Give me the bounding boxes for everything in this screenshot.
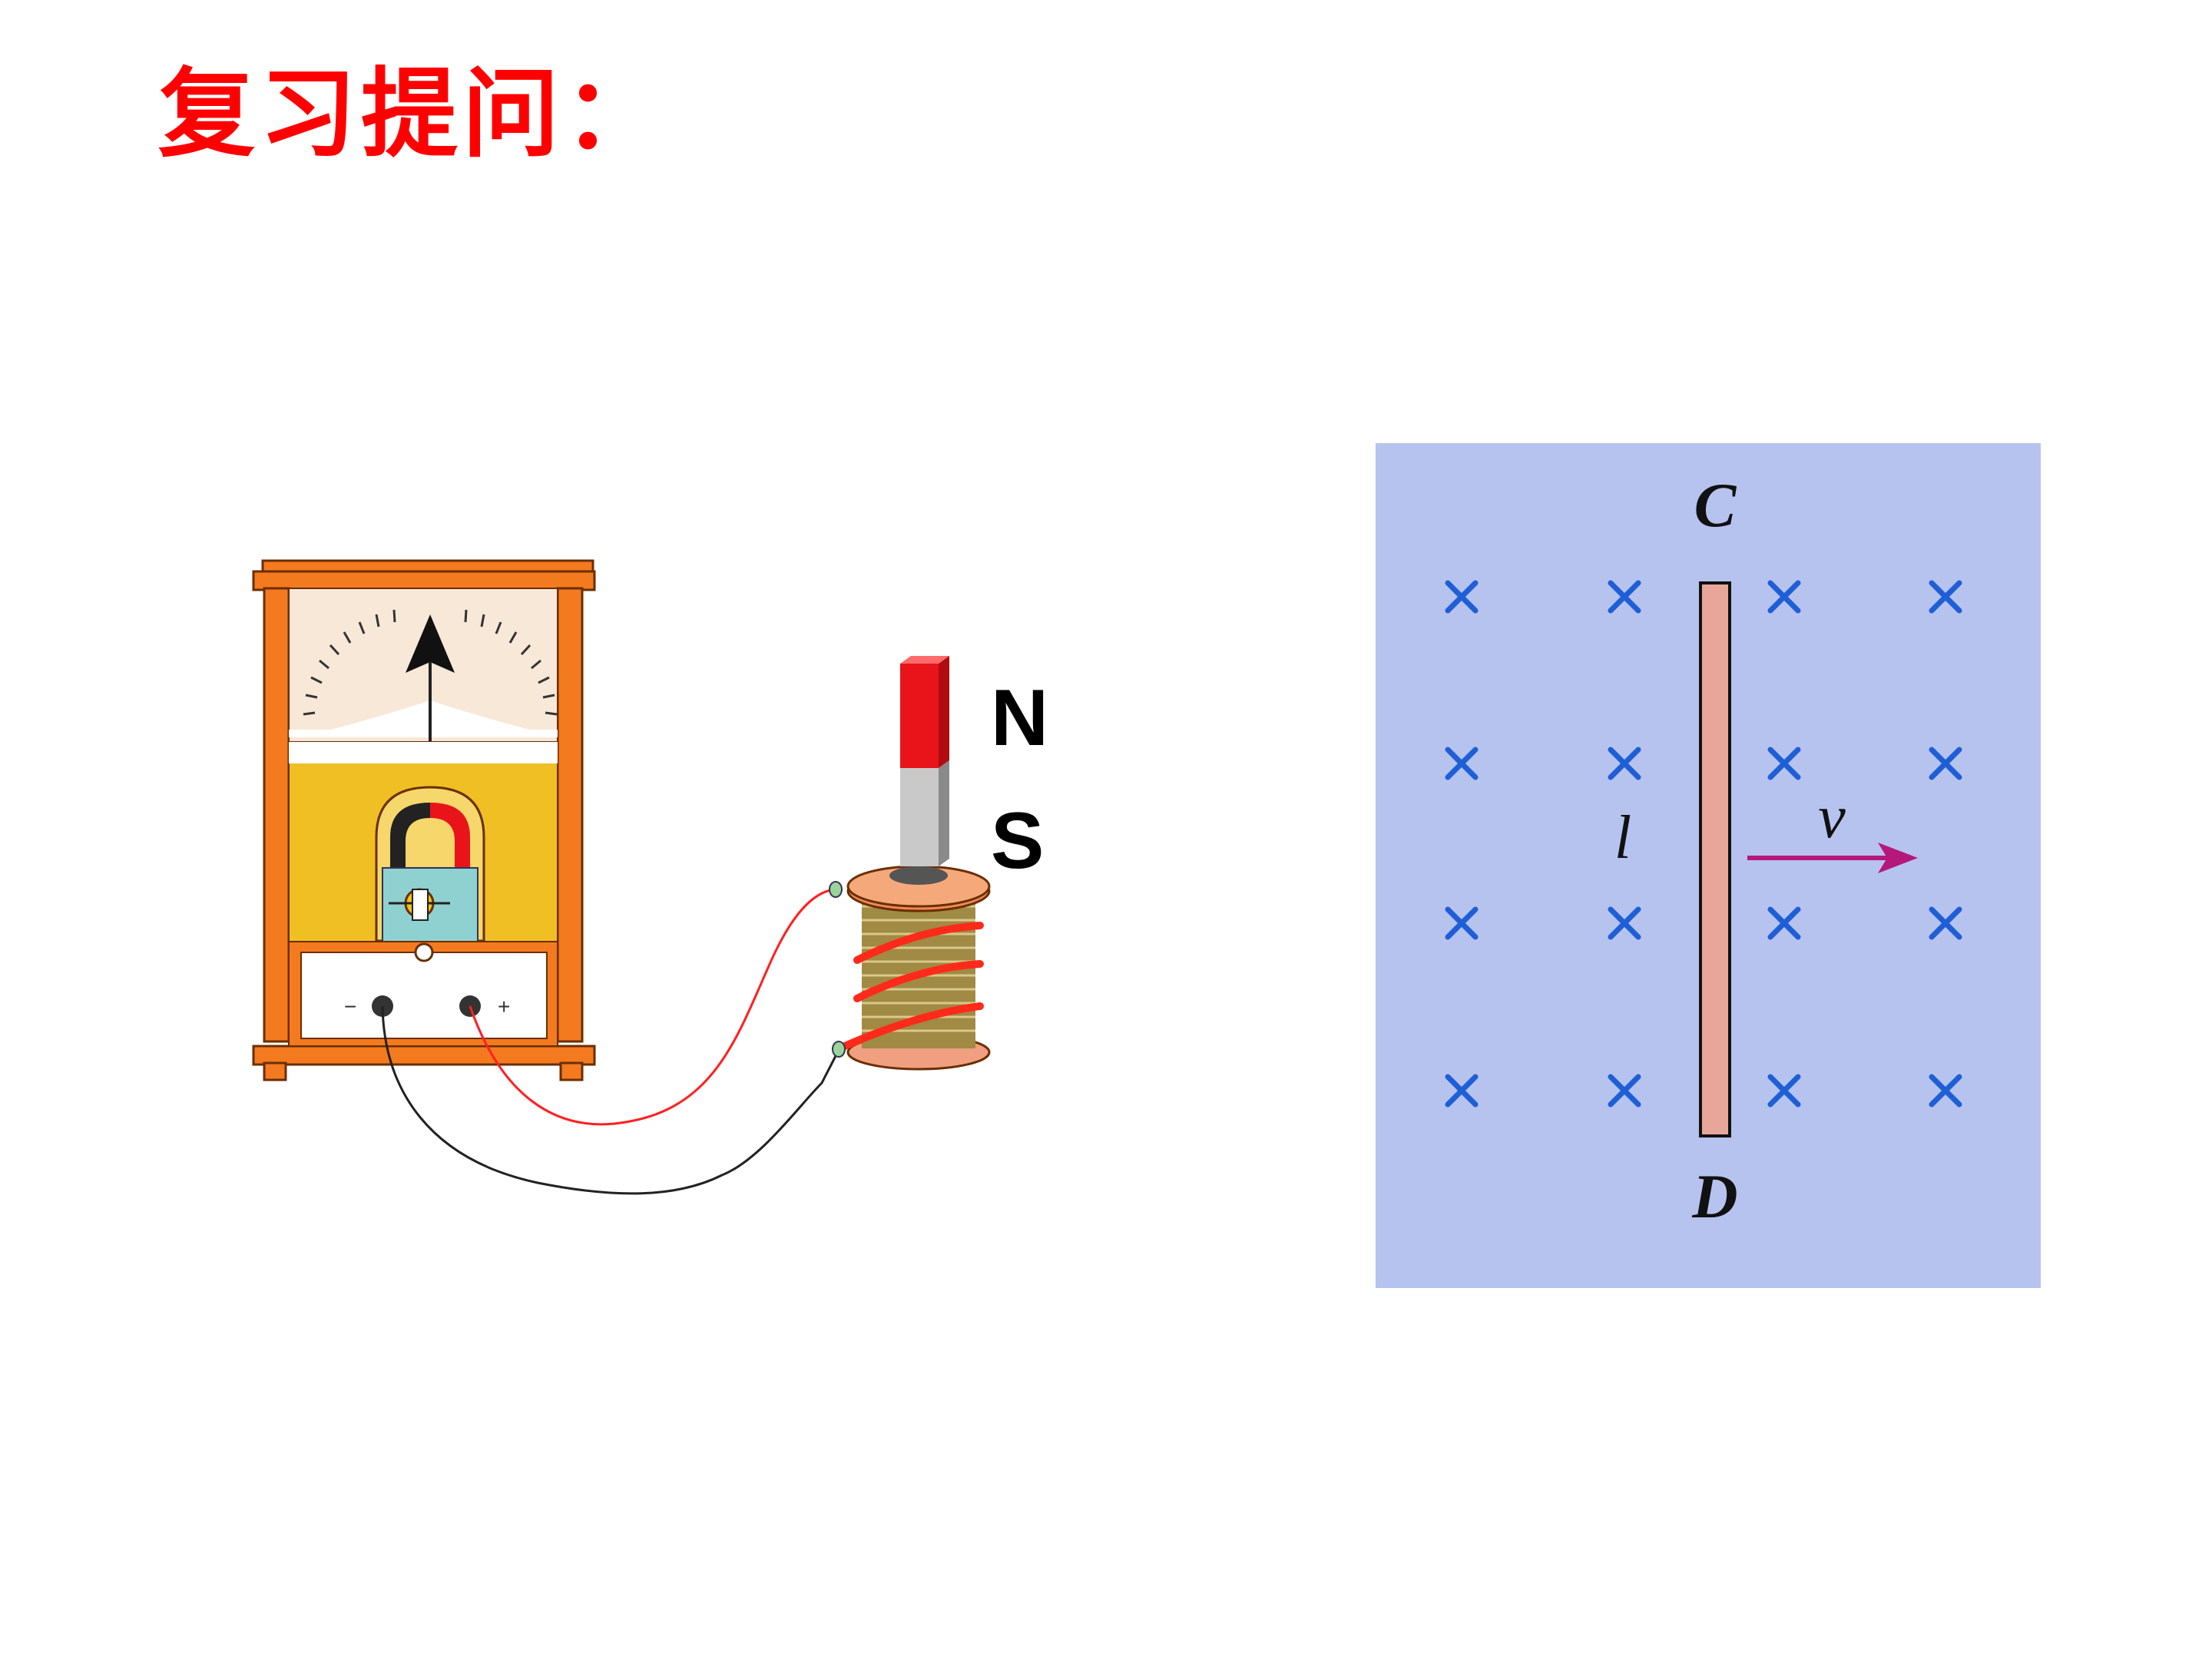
field-cross [1608,580,1641,614]
field-cross [1608,1074,1641,1108]
field-cross [1445,580,1479,614]
field-cross [1929,1074,1962,1108]
field-cross [1767,906,1801,940]
coil [829,865,991,1071]
field-cross [1929,747,1962,780]
field-cross [1445,747,1479,780]
galvanometer: − + [252,559,596,1081]
field-cross [1929,906,1962,940]
induction-experiment-figure: − + [252,559,1048,1195]
dial-scale [303,609,558,716]
rod-bottom-label: D [1691,1161,1737,1231]
meter-pointer [406,614,455,673]
velocity-arrow [1747,843,1918,873]
field-cross [1767,580,1801,614]
red-wire [469,888,836,1126]
field-cross [1767,747,1801,780]
moving-conductor-field-figure: C D l v [1376,443,2041,1288]
upper-coil-terminal [829,881,843,898]
south-pole-label: S [991,796,1044,886]
rod-top-label: C [1694,470,1737,540]
lower-coil-terminal [832,1041,846,1058]
black-wire [381,1005,840,1195]
length-label: l [1614,804,1631,872]
positive-sign: + [498,995,510,1018]
slide-title: 复习提问： [158,58,665,171]
north-pole [900,664,939,768]
velocity-label: v [1818,783,1846,851]
field-crosses [1445,580,1962,1108]
negative-sign: − [344,995,356,1018]
bar-magnet: N S [900,656,1048,886]
conductor-rod [1699,581,1731,1137]
south-pole [900,768,939,866]
field-cross [1608,906,1641,940]
field-cross [1767,1074,1801,1108]
field-cross [1445,906,1479,940]
field-cross [1608,747,1641,780]
field-cross [1445,1074,1479,1108]
north-pole-label: N [991,674,1048,763]
field-cross [1929,580,1962,614]
